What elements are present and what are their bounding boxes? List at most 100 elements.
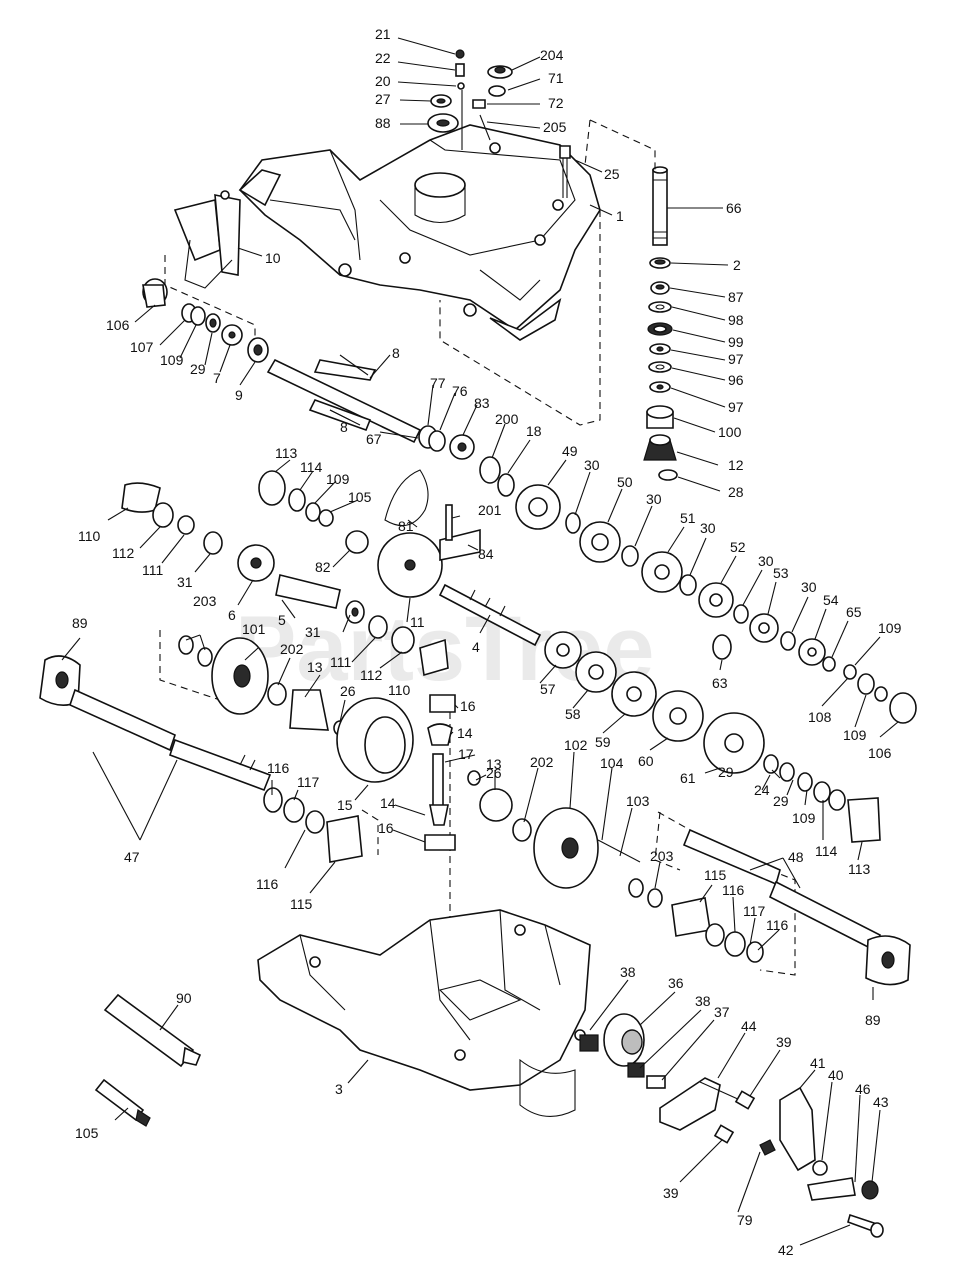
callout-label: 52 [730,539,746,555]
callout-label: 27 [375,91,391,107]
callout-label: 202 [530,754,554,770]
callout-label: 111 [330,654,351,670]
callout-label: 48 [788,849,804,865]
callout-label: 1 [616,208,624,224]
callout-label: 203 [193,593,217,609]
callout-label: 39 [776,1034,792,1050]
callout-label: 96 [728,372,744,388]
left-axle [39,655,363,863]
callout-label: 66 [726,200,742,216]
callout-label: 109 [843,727,867,743]
leader-lines [61,37,899,1246]
callout-label: 65 [846,604,862,620]
callout-label: 109 [160,352,184,368]
callout-label: 77 [430,375,446,391]
callout-label: 106 [106,317,130,333]
callout-label: 14 [457,725,473,741]
callout-label: 59 [595,734,611,750]
brake-assembly [579,1013,884,1238]
callout-label: 109 [792,810,816,826]
callout-label: 116 [766,917,789,933]
callout-label: 16 [378,820,394,836]
callout-label: 3 [335,1081,343,1097]
callout-label: 17 [458,746,474,762]
callout-label: 116 [256,876,279,892]
right-axle [628,754,911,986]
callout-label: 16 [460,698,476,714]
callout-label: 112 [112,545,135,561]
callout-label: 49 [562,443,578,459]
differential-left [178,635,641,889]
callout-label: 72 [548,95,564,111]
sealant-tubes [94,993,202,1127]
callout-label: 81 [398,518,414,534]
callout-label: 53 [773,565,789,581]
callout-label: 38 [620,964,636,980]
callout-label: 41 [810,1055,826,1071]
callout-label: 29 [190,361,206,377]
callout-label: 36 [668,975,684,991]
callout-label: 20 [375,73,391,89]
callout-label: 29 [773,793,789,809]
callout-label: 99 [728,334,744,350]
callout-label: 110 [78,528,101,544]
callout-label: 9 [235,387,243,403]
callout-label: 18 [526,423,542,439]
callout-label: 109 [878,620,902,636]
callout-label: 113 [275,445,298,461]
callout-label: 4 [472,639,480,655]
callout-label: 46 [855,1081,871,1097]
callout-label: 47 [124,849,140,865]
callout-label: 44 [741,1018,757,1034]
callout-label: 40 [828,1067,844,1083]
callout-label: 24 [754,782,770,798]
callout-label: 11 [410,614,425,630]
callout-label: 205 [543,119,567,135]
lower-housing [257,909,591,1117]
callout-label: 51 [680,510,696,526]
callout-label: 38 [695,993,711,1009]
input-shaft-stack [643,166,678,481]
callout-label: 76 [452,383,468,399]
callout-label: 8 [392,345,400,361]
callout-label: 54 [823,592,839,608]
shift-lever-assembly [173,190,241,289]
callout-label: 84 [478,546,494,562]
callout-label: 25 [604,166,620,182]
callout-label: 15 [337,797,353,813]
callout-label: 31 [177,574,193,590]
upper-housing [238,124,601,341]
callout-label: 22 [375,50,391,66]
callout-label: 13 [307,659,323,675]
callout-label: 2 [733,257,741,273]
countershaft-gears [121,470,449,677]
callout-label: 101 [242,621,266,637]
callout-label: 57 [540,681,556,697]
callout-label: 61 [680,770,696,786]
callout-label: 30 [801,579,817,595]
callout-label: 30 [700,520,716,536]
callout-label: 200 [495,411,519,427]
callout-label: 204 [540,47,564,63]
callout-label: 114 [815,843,838,859]
callout-label: 105 [75,1125,99,1141]
callout-label: 14 [380,795,396,811]
callout-label: 114 [300,459,323,475]
callout-label: 89 [865,1012,881,1028]
callout-label: 110 [388,682,411,698]
callout-label: 87 [728,289,744,305]
callout-label: 39 [663,1185,679,1201]
callout-label: 116 [722,882,745,898]
callout-label: 103 [626,793,650,809]
callout-label: 97 [728,399,744,415]
callout-label: 8 [340,419,348,435]
callout-label: 115 [704,867,727,883]
callout-label: 88 [375,115,391,131]
callout-label: 58 [565,706,581,722]
callout-label: 83 [474,395,490,411]
callout-label: 104 [600,755,624,771]
callout-label: 30 [646,491,662,507]
callout-labels: 21 22 20 27 88 204 71 72 205 25 1 66 2 8… [72,26,902,1258]
callout-label: 102 [564,737,588,753]
callout-label: 89 [72,615,88,631]
